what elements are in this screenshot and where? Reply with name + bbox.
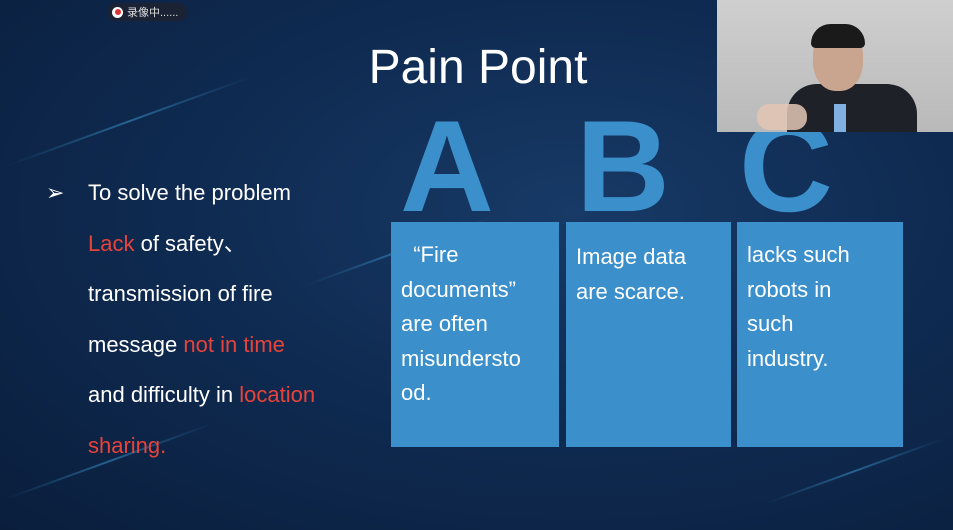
column-text-line: robots in [747, 276, 832, 302]
bullet-text: and difficulty in [88, 382, 240, 407]
person-suit [787, 84, 917, 132]
bullet-text: transmission of fire [88, 281, 273, 306]
recording-label: 录像中...... [127, 7, 179, 19]
column-text-line: lacks such [747, 242, 850, 267]
highlighted-text: sharing. [88, 432, 167, 458]
letter-b: B [576, 93, 670, 239]
highlighted-text: Lack [88, 230, 135, 256]
column-text-line: are scarce. [576, 278, 685, 304]
column-text-line: documents” [401, 276, 516, 302]
bullet-text: To solve the problem [88, 180, 291, 205]
person-hair [811, 24, 865, 48]
column-text-line: industry. [747, 345, 829, 371]
arrow-bullet-icon: ➢ [46, 180, 65, 205]
column-b-box: Image data are scarce. [566, 222, 731, 447]
column-text-line: Image data [576, 244, 687, 269]
person-tie [834, 104, 846, 132]
highlighted-text: location [239, 382, 316, 407]
decor-streak [765, 437, 945, 505]
bullet-text: message [88, 331, 184, 357]
bullet-line: Lack of safety、 [88, 219, 315, 270]
participant-video[interactable] [717, 0, 953, 132]
slide-title: Pain Point [368, 41, 588, 94]
record-icon [112, 6, 123, 18]
bullet-line: and difficulty in location [88, 370, 315, 421]
column-c-box: lacks such robots in such industry. [737, 222, 903, 447]
column-text-line: od. [401, 380, 432, 405]
person-hand [757, 104, 807, 130]
bullet-line: transmission of fire [88, 269, 315, 320]
bullet-line: sharing. [88, 421, 315, 472]
column-text-line: are often [401, 311, 488, 336]
column-a-box: “Fire documents” are often misundersto od. [391, 222, 559, 447]
column-text-line: “Fire [401, 242, 459, 267]
letter-a: A [400, 93, 494, 239]
column-text-line: such [747, 311, 794, 336]
column-text-line: misundersto [401, 345, 521, 371]
bullet-line: message not in time [88, 320, 315, 371]
highlighted-text: not in time [183, 331, 285, 357]
bullet-text: of safety、 [134, 230, 246, 256]
recording-indicator[interactable]: 录像中...... [107, 3, 187, 21]
bullet-line: To solve the problem [88, 168, 315, 219]
